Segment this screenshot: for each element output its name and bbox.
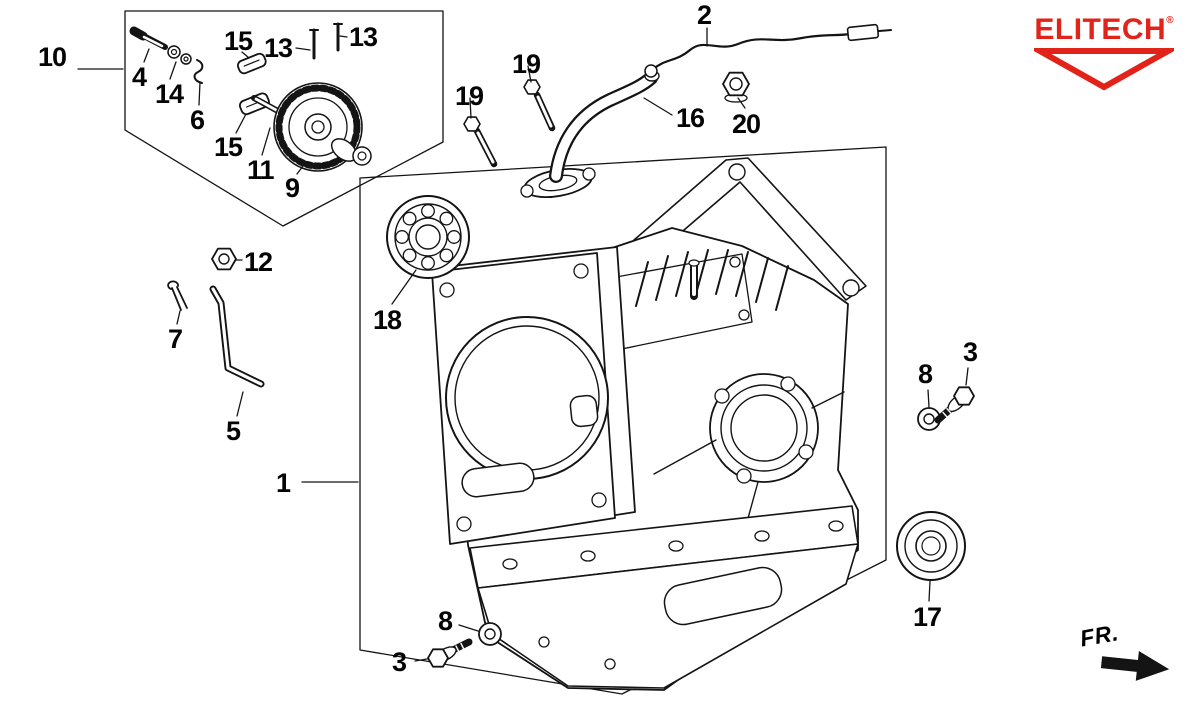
- part-6-clip: [193, 59, 204, 84]
- gasket-slots: [461, 394, 599, 498]
- part-2-wire: [644, 23, 892, 78]
- callout-16: 16: [676, 103, 705, 133]
- callout-1: 1: [276, 468, 291, 498]
- callout-14: 14: [155, 79, 184, 109]
- leader-lines: [77, 27, 969, 662]
- part-19-bolt-a: [523, 79, 556, 132]
- brand-triangle-outline: [1034, 48, 1174, 91]
- callout-11: 11: [247, 155, 275, 185]
- part-3-bolt-bottom: [427, 638, 473, 668]
- brand-logo: ELITECH®: [1024, 15, 1184, 92]
- callout-3-b: 3: [392, 647, 407, 677]
- part-13-pin-a: [309, 28, 319, 60]
- callout-15-a: 15: [224, 26, 253, 56]
- part-9-cam-gear: [273, 82, 372, 172]
- part-5-governor-rod: [209, 285, 265, 388]
- part-4-bolt: [129, 26, 168, 50]
- part-14-washers: [167, 45, 192, 65]
- callout-10: 10: [38, 42, 67, 72]
- brand-name: ELITECH: [1034, 13, 1167, 46]
- callout-6: 6: [190, 105, 205, 135]
- part-7-cotter-pin: [167, 280, 188, 311]
- cooling-fins: [635, 249, 789, 311]
- callout-13-a: 13: [264, 33, 293, 63]
- callout-9: 9: [285, 173, 300, 203]
- callout-20: 20: [732, 109, 761, 139]
- stud: [688, 259, 700, 300]
- part-3-bolt-right: [934, 386, 975, 424]
- callout-18: 18: [373, 305, 402, 335]
- part-19-bolt-b: [463, 116, 498, 168]
- part-20-nut: [722, 71, 750, 103]
- brand-triangle-icon: [1034, 48, 1174, 91]
- callout-5: 5: [226, 416, 241, 446]
- part-17-oil-seal: [896, 511, 966, 581]
- front-direction-indicator: FR.: [1078, 610, 1184, 700]
- callout-15-b: 15: [214, 132, 243, 162]
- part-16-breather-tube: [520, 70, 660, 198]
- callout-19-a: 19: [512, 49, 541, 79]
- registered-trademark-mark: ®: [1166, 15, 1174, 26]
- callout-4: 4: [132, 62, 147, 92]
- part-18-ball-bearing: [386, 195, 470, 279]
- callout-3-a: 3: [963, 337, 978, 367]
- part-8-washer-bottom: [478, 622, 502, 646]
- subassembly-boundary: [124, 10, 444, 227]
- part-12-nut: [211, 247, 237, 271]
- crank-bearing-boss: [709, 373, 819, 484]
- callout-19-b: 19: [455, 81, 484, 111]
- callout-8-b: 8: [438, 606, 453, 636]
- callout-12: 12: [244, 247, 273, 277]
- callout-7: 7: [168, 324, 183, 354]
- callout-13-b: 13: [349, 22, 378, 52]
- callout-17: 17: [913, 602, 942, 632]
- part-13-pin-b: [333, 22, 343, 52]
- front-arrow-icon: [1100, 651, 1170, 681]
- callout-2: 2: [697, 0, 712, 30]
- callout-8-a: 8: [918, 359, 933, 389]
